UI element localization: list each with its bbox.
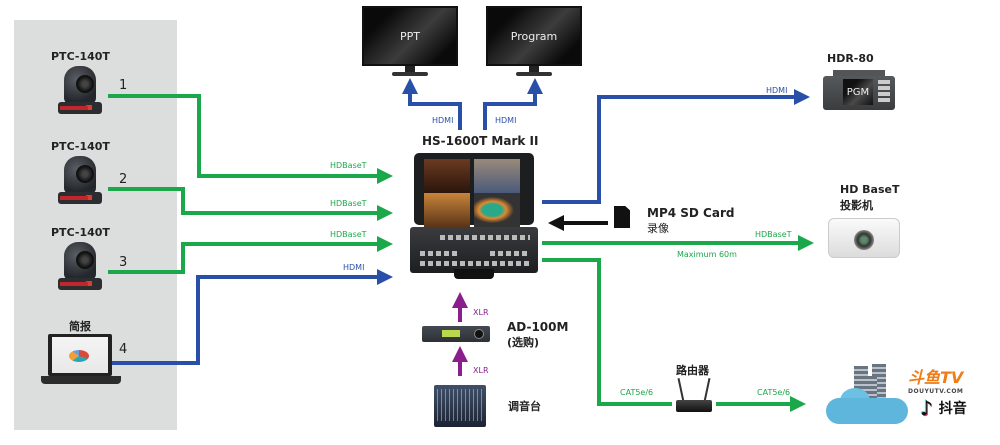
wire-label-cat5e: CAT5e/6 — [620, 388, 654, 397]
ptz-camera-icon[interactable] — [58, 242, 102, 292]
router-icon[interactable] — [674, 378, 714, 418]
router-label: 路由器 — [676, 364, 709, 377]
port-2-label: 2 — [119, 172, 128, 187]
wire-label-hdbaset: HDBaseT — [755, 230, 792, 239]
camera-1-label: PTC-140T — [51, 50, 110, 63]
sd-card-label: MP4 SD Card — [647, 206, 735, 220]
camera-3-label: PTC-140T — [51, 226, 110, 239]
recorder-label: HDR-80 — [827, 52, 874, 65]
monitor-program[interactable]: Program — [486, 6, 582, 78]
monitor-ppt[interactable]: PPT — [362, 6, 458, 78]
wire-label-xlr: XLR — [473, 308, 489, 317]
projector-label: HD BaseT — [840, 183, 900, 196]
audio-converter-sublabel: (选购) — [507, 336, 540, 349]
wire-label-hdmi: HDMI — [495, 116, 517, 125]
monitor-ppt-label: PPT — [362, 6, 458, 66]
sd-card-icon — [614, 206, 630, 228]
douyu-label: 斗鱼TV — [908, 368, 964, 387]
laptop-label: 简报 — [69, 320, 91, 333]
port-1-label: 1 — [119, 78, 128, 93]
ptz-camera-icon[interactable] — [58, 156, 102, 206]
wire-router-in — [542, 258, 672, 406]
cloud-server-icon — [826, 364, 908, 426]
wire-laptop — [108, 269, 393, 365]
ptz-camera-icon[interactable] — [58, 66, 102, 116]
wire-cam2 — [108, 187, 393, 221]
douyu-logo[interactable]: 斗鱼TV DOUYUTV.COM — [908, 364, 963, 395]
wire-label-cat5e: CAT5e/6 — [757, 388, 791, 397]
recorder-screen: PGM — [843, 79, 873, 105]
wire-cam3 — [108, 236, 393, 274]
wire-label-hdmi: HDMI — [432, 116, 454, 125]
tiktok-note-icon: ♪ — [920, 396, 933, 420]
wire-ppt — [402, 78, 462, 130]
wire-cam1 — [108, 94, 393, 184]
wire-hdr — [542, 89, 810, 204]
recorder-icon[interactable]: PGM — [823, 70, 895, 112]
audio-mixer-icon[interactable] — [434, 385, 486, 427]
projector-sublabel: 投影机 — [840, 199, 873, 212]
audio-mixer-label: 调音台 — [508, 400, 541, 413]
douyin-logo[interactable]: ♪ 抖音 — [920, 396, 967, 420]
douyu-sublabel: DOUYUTV.COM — [908, 388, 964, 395]
monitor-program-label: Program — [486, 6, 582, 66]
switcher-label: HS-1600T Mark II — [422, 134, 539, 148]
laptop-icon[interactable] — [41, 334, 121, 389]
douyin-label: 抖音 — [938, 401, 967, 417]
sd-card-sublabel: 录像 — [647, 222, 669, 235]
port-3-label: 3 — [119, 255, 128, 270]
wire-label-xlr: XLR — [473, 366, 489, 375]
port-4-label: 4 — [119, 342, 128, 357]
wire-label-hdmi: HDMI — [766, 86, 788, 95]
wire-label-hdbaset: HDBaseT — [330, 199, 367, 208]
projector-icon[interactable] — [828, 212, 900, 260]
wire-label-hdbaset: HDBaseT — [330, 161, 367, 170]
wire-label-hdmi: HDMI — [343, 263, 365, 272]
projector-distance-note: Maximum 60m — [677, 250, 737, 259]
audio-converter-icon[interactable] — [422, 326, 490, 342]
audio-converter-label: AD-100M — [507, 320, 569, 334]
wire-label-hdbaset: HDBaseT — [330, 230, 367, 239]
wire-program — [483, 78, 543, 130]
video-switcher-icon[interactable] — [410, 153, 538, 281]
camera-2-label: PTC-140T — [51, 140, 110, 153]
